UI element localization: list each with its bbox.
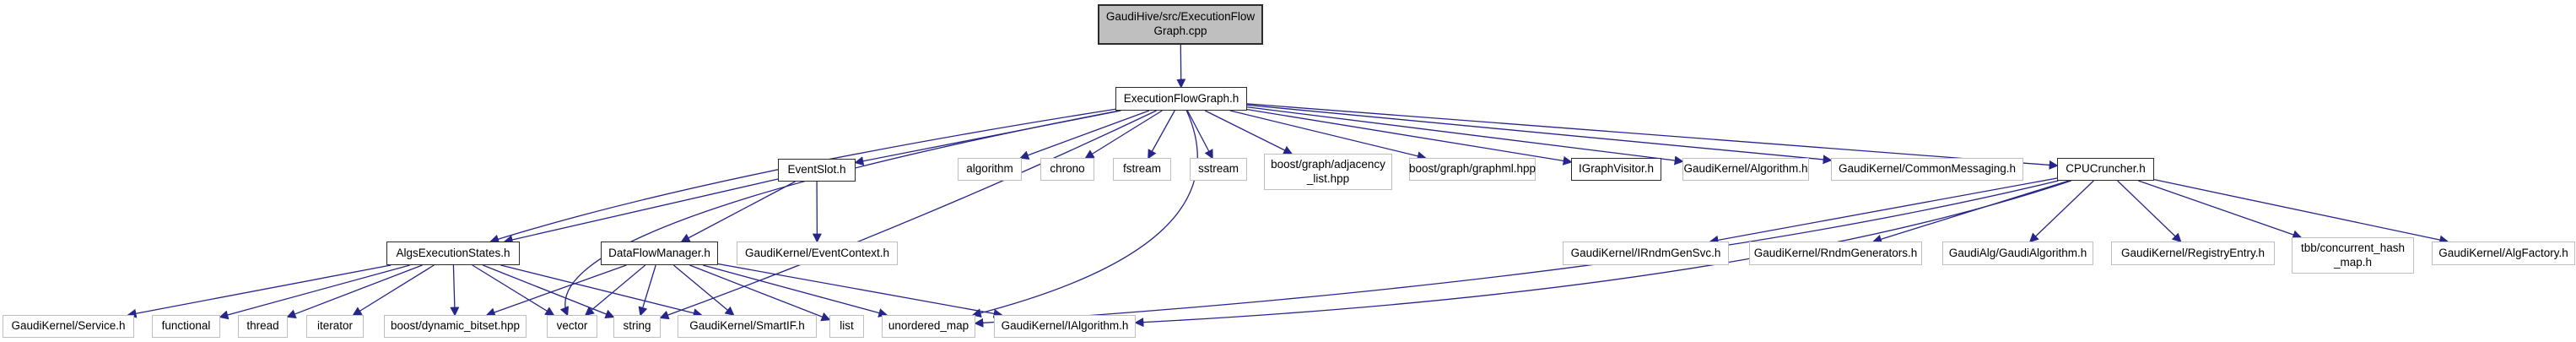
graph-node-eventcontext: GaudiKernel/EventContext.h [737,242,898,265]
include-edge-algsexec-to-iterator [352,264,435,316]
graph-node-igraphvisitor[interactable]: IGraphVisitor.h [1571,158,1661,181]
graph-node-iterator: iterator [306,315,364,338]
include-edge-cpucruncher-to-gaudialg [2028,180,2094,243]
graph-node-efg[interactable]: ExecutionFlowGraph.h [1115,87,1247,111]
include-edge-efg-to-chrono [1084,110,1163,159]
include-edge-efg-to-graphml [1229,110,1427,161]
include-edge-efg-to-adjacency [1204,110,1293,155]
include-edge-efg-to-string [659,110,1157,320]
include-edge-algsexec-to-thread [286,264,423,318]
graph-node-cpucruncher[interactable]: CPUCruncher.h [2057,158,2154,181]
graph-node-smartif: GaudiKernel/SmartIF.h [678,315,817,338]
graph-node-algorithm: algorithm [958,158,1022,181]
include-edge-cpucruncher-to-tbb [2138,180,2303,240]
include-edge-dataflow-to-list [689,264,831,322]
graph-node-dataflow[interactable]: DataFlowManager.h [601,242,718,265]
include-edge-cpucruncher-to-rndmgen [1871,180,2070,244]
include-edge-algsexec-to-dynbitset [450,264,460,317]
include-edge-dataflow-to-string [638,264,656,317]
graph-node-algfactory: GaudiKernel/AlgFactory.h [2432,242,2575,265]
include-edge-efg-to-commonmsg [1246,104,1833,165]
graph-node-registry: GaudiKernel/RegistryEntry.h [2111,242,2275,265]
include-edge-cpucruncher-to-unordered [974,180,2059,328]
include-edge-cpucruncher-to-ialgorithm [1134,180,2072,328]
graph-node-gaudialg: GaudiAlg/GaudiAlgorithm.h [1942,242,2093,265]
graph-node-eventslot[interactable]: EventSlot.h [778,159,856,182]
graph-node-commonmsg: GaudiKernel/CommonMessaging.h [1831,158,2023,181]
include-edge-efg-to-cpucruncher [1246,103,2059,170]
include-edge-efg-to-vector [559,110,1121,317]
graph-node-list: list [829,315,864,338]
graph-node-service: GaudiKernel/Service.h [3,315,134,338]
include-edge-dataflow-to-smartif [672,264,735,317]
include-edge-efg-to-gkalgorithm [1246,106,1684,166]
graph-node-rndmgen: GaudiKernel/RndmGenerators.h [1749,242,1922,265]
include-edge-cpucruncher-to-registry [2117,180,2182,243]
graph-node-sstream: sstream [1190,158,1247,181]
graph-node-unordered: unordered_map [882,315,975,338]
graph-node-irndmgensvc: GaudiKernel/IRndmGenSvc.h [1563,242,1729,265]
graph-node-dynbitset: boost/dynamic_bitset.hpp [384,315,527,338]
include-edge-efg-to-algorithm [1019,110,1150,160]
include-edge-efg-to-igraphvisitor [1246,108,1573,166]
include-edge-efg-to-unordered [971,110,1198,318]
graph-node-thread: thread [238,315,288,338]
include-edge-algsexec-to-functional [219,264,410,320]
graph-node-cpp[interactable]: GaudiHive/src/ExecutionFlow Graph.cpp [1098,4,1263,45]
include-edge-algsexec-to-service [127,264,392,318]
graph-node-ialgorithm: GaudiKernel/IAlgorithm.h [994,315,1136,338]
graph-node-vector: vector [547,315,597,338]
include-edge-algsexec-to-smartif [500,264,703,318]
include-edge-efg-to-fstream [1148,110,1175,160]
graph-node-functional: functional [152,315,220,338]
graph-node-gkalgorithm: GaudiKernel/Algorithm.h [1682,158,1809,181]
edge-group [127,44,2449,328]
include-edge-efg-to-sstream [1186,110,1213,160]
graph-node-adjacency: boost/graph/adjacency _list.hpp [1264,154,1392,190]
graph-node-tbb: tbb/concurrent_hash _map.h [2292,237,2414,274]
include-edge-cpucruncher-to-algfactory [2153,178,2449,245]
include-edge-algsexec-to-vector [472,264,555,316]
graph-node-string: string [613,315,661,338]
graph-node-chrono: chrono [1040,158,1094,181]
include-edge-dataflow-to-ialgorithm [717,263,1003,318]
include-edge-cpucruncher-to-irndmgensvc [1709,177,2058,245]
graph-node-algsexec[interactable]: AlgsExecutionStates.h [386,242,520,265]
include-edge-cpp-to-efg [1176,44,1186,89]
include-edge-efg-to-algsexec [489,108,1116,244]
graph-node-graphml: boost/graph/graphml.hpp [1409,158,1536,181]
include-edge-dataflow-to-vector [584,264,646,317]
include-edge-dataflow-to-dynbitset [485,264,627,318]
include-edge-eventslot-to-dataflow [680,181,796,242]
include-edge-dataflow-to-unordered [702,264,888,318]
include-edge-eventslot-to-algsexec [503,178,779,245]
graph-node-fstream: fstream [1113,158,1171,181]
